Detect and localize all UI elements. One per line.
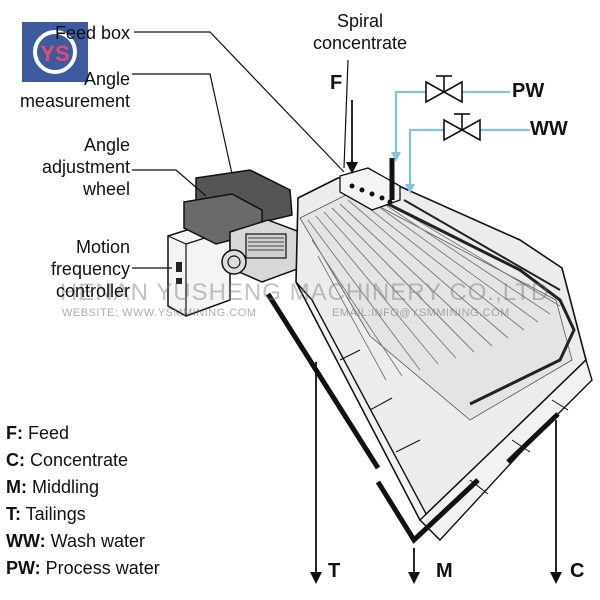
water-arrows [391,152,415,194]
legend-row: F: Feed [6,423,70,443]
legend-row: C: Concentrate [6,450,129,470]
legend-row: T: Tailings [6,504,86,524]
watermark-email: EMAIL:INFO@YSMMINING.COM [332,307,510,319]
legend-row: PW: Process water [6,558,160,578]
water-lines [394,90,530,190]
label-angle-measurement-line1: Angle [83,69,130,89]
yusheng-logo: YS [22,22,88,82]
table-deck [295,167,593,542]
flow-label-tailings: T [328,560,341,582]
label-spiral-concentrate: Spiral concentrate [300,10,420,54]
label-motion-line2: frequency [50,259,130,279]
leader-lines [132,31,349,269]
label-feed-box: Feed box [54,23,130,43]
label-angle-adjustment-wheel: Angle adjustment wheel [0,134,130,200]
label-angle-adjustment-line1: Angle [83,135,130,155]
legend-row: WW: Wash water [6,531,146,551]
pw-valve-icon [425,75,463,104]
legend-row: M: Middling [6,477,100,497]
label-angle-measurement-line2: measurement [19,91,130,111]
flow-label-concentrate: C [570,560,585,582]
flow-label-process-water: PW [512,80,545,102]
label-motion-line3: controller [55,281,130,301]
discharge-outlets [265,292,560,544]
feed-arrow [346,100,358,174]
watermark-website: WEBSITE: WWW.YSMMINING.COM [62,307,257,319]
flow-label-wash-water: WW [530,118,568,140]
label-spiral-line2: concentrate [312,33,408,53]
drive-head [183,169,301,283]
label-angle-measurement: Angle measurement [0,68,130,112]
flow-label-middling: M [436,560,453,582]
ww-valve-icon [443,113,481,142]
output-arrows [310,362,562,584]
label-spiral-line1: Spiral [336,11,384,31]
label-angle-adjustment-line2: adjustment [41,157,130,177]
label-motion-line1: Motion [75,237,130,257]
flow-label-feed: F [330,72,343,94]
svg-text:YS: YS [40,41,69,66]
label-motion-frequency-controller: Motion frequency controller [0,236,130,302]
watermark-company: HENAN YUSHENG MACHINERY CO.,LTD [60,279,550,306]
legend: F: Feed C: Concentrate M: Middling T: Ta… [6,420,160,582]
label-angle-adjustment-line3: wheel [82,179,130,199]
